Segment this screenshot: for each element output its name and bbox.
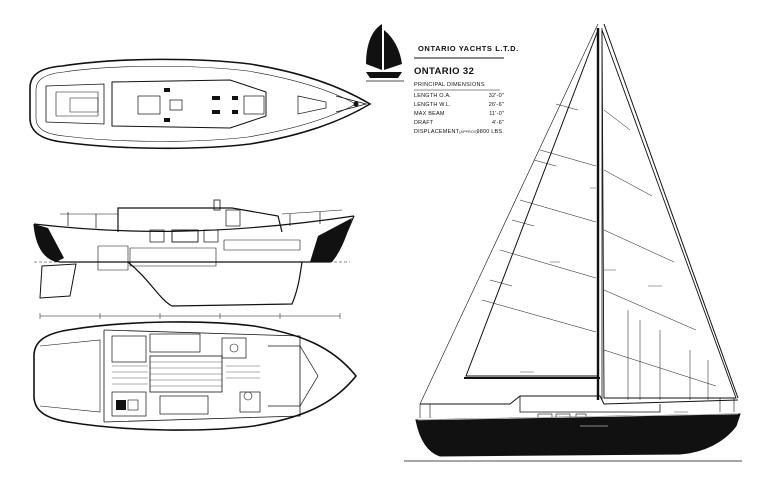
dimension-row-max-beam: MAX BEAM 11'-0" [414, 111, 504, 117]
dimension-row-length-oa: LENGTH O.A. 32'-0" [414, 93, 504, 99]
dimension-row-displacement: DISPLACEMENT(APPROX) 9800 LBS. [414, 129, 504, 135]
dimension-row-draft: DRAFT 4'-6" [414, 120, 504, 126]
company-name: ONTARIO YACHTS L.T.D. [418, 44, 519, 53]
dimension-note: (APPROX) [459, 130, 478, 134]
dimension-name: LENGTH O.A. [414, 93, 452, 99]
dimension-name: DISPLACEMENT(APPROX) [414, 129, 478, 135]
dimension-name: DRAFT [414, 120, 434, 126]
company-logo-icon [366, 24, 404, 82]
dimension-row-length-wl: LENGTH W.L. 26'-6" [414, 102, 504, 108]
dimension-value: 4'-6" [492, 120, 504, 126]
dimension-value: 11'-0" [489, 111, 504, 117]
profile-view [33, 199, 355, 307]
sail-plan-view [404, 23, 742, 462]
model-name: ONTARIO 32 [414, 66, 475, 77]
principal-dimensions-heading: PRINCIPAL DIMENSIONS [414, 82, 485, 88]
dimension-name: MAX BEAM [414, 111, 445, 117]
dimension-name: LENGTH W.L. [414, 102, 452, 108]
deck-plan-view [29, 58, 372, 150]
accommodation-plan-view [33, 321, 358, 431]
station-dimension-line [39, 313, 341, 319]
dimension-value: 9800 LBS. [476, 129, 504, 135]
dimension-value: 26'-6" [488, 102, 504, 108]
dimension-value: 32'-0" [488, 93, 504, 99]
